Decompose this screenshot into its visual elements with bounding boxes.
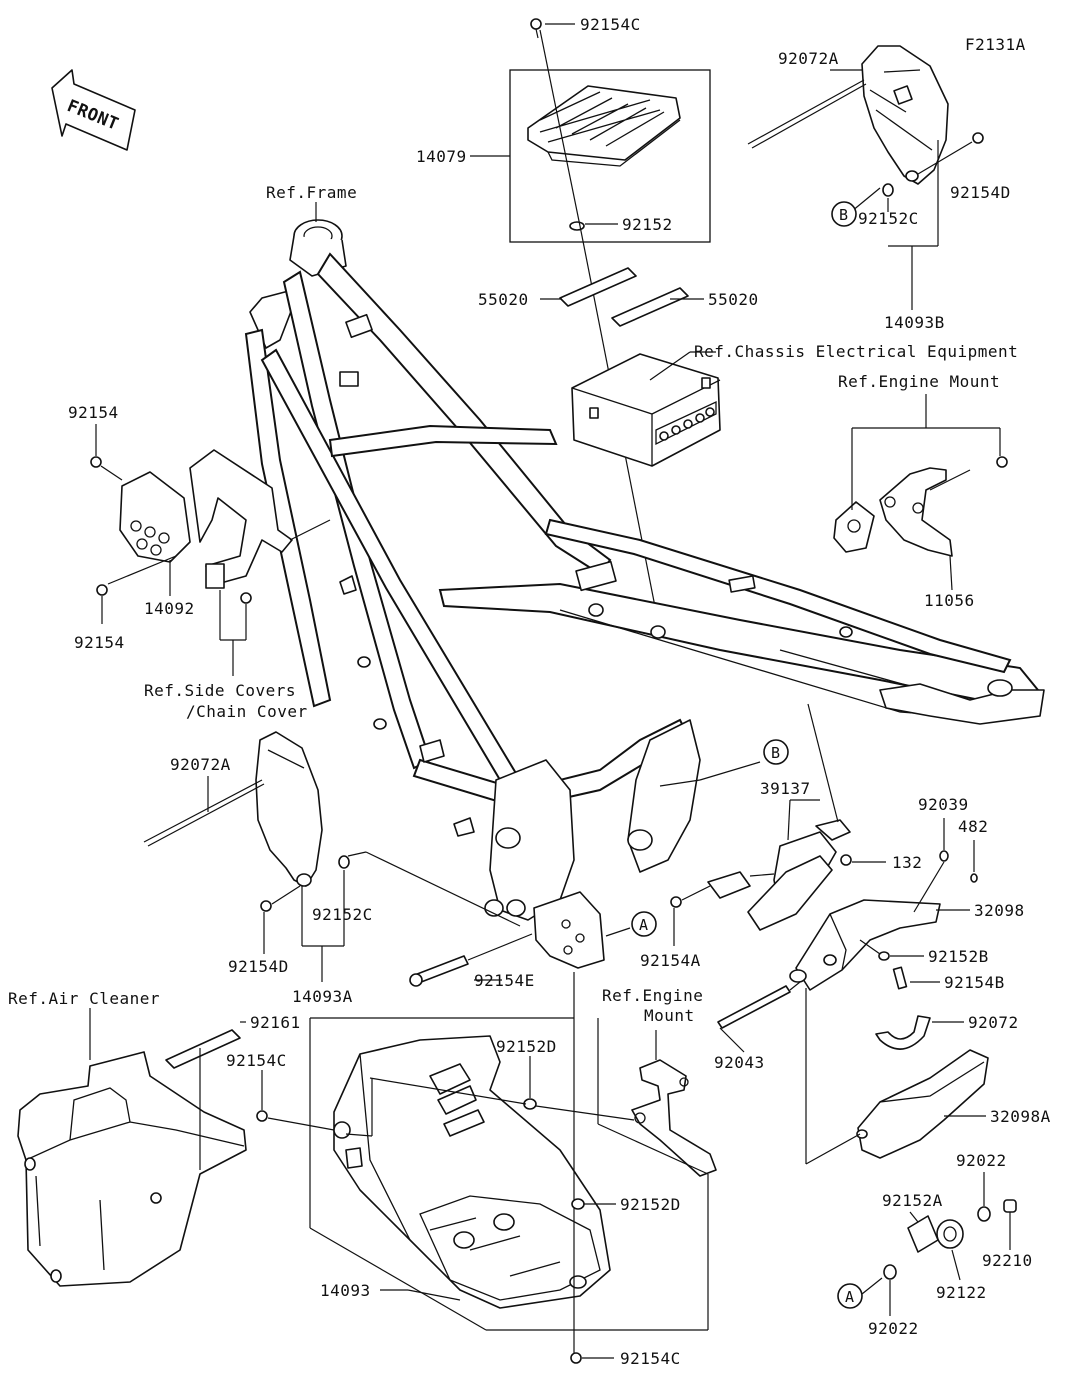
part-92152D-top: 92152D bbox=[496, 1037, 557, 1056]
battery bbox=[571, 353, 721, 467]
svg-text:B: B bbox=[771, 744, 781, 762]
pin-92043 bbox=[717, 985, 791, 1029]
bolt-92154E bbox=[409, 955, 469, 987]
part-14079: 14079 bbox=[416, 147, 467, 166]
part-92022-top: 92022 bbox=[956, 1151, 1007, 1170]
callout-A-1: A bbox=[631, 911, 657, 937]
bolt-92154D-top bbox=[972, 132, 984, 144]
part-32098: 32098 bbox=[974, 901, 1025, 920]
battery-case bbox=[509, 69, 711, 243]
part-92072: 92072 bbox=[968, 1013, 1019, 1032]
part-132: 132 bbox=[892, 853, 922, 872]
part-92039: 92039 bbox=[918, 795, 969, 814]
part-92154C-top: 92154C bbox=[580, 15, 641, 34]
ref-air-cleaner: Ref.Air Cleaner bbox=[8, 989, 160, 1008]
air-cleaner-box bbox=[17, 1051, 247, 1287]
bracket-11056 bbox=[833, 467, 953, 557]
part-55020-right: 55020 bbox=[708, 290, 759, 309]
ref-engine-mount-bottom-2: Mount bbox=[644, 1006, 695, 1025]
part-92154-top: 92154 bbox=[68, 403, 119, 422]
part-14092: 14092 bbox=[144, 599, 195, 618]
svg-text:A: A bbox=[639, 916, 649, 934]
part-92043: 92043 bbox=[714, 1053, 765, 1072]
bolt-11056 bbox=[996, 456, 1008, 468]
part-92154-bottom: 92154 bbox=[74, 633, 125, 652]
part-14093A: 14093A bbox=[292, 987, 353, 1006]
part-92154D-top: 92154D bbox=[950, 183, 1011, 202]
part-92210: 92210 bbox=[982, 1251, 1033, 1270]
battery-pad-strips bbox=[559, 267, 689, 327]
part-92152D-bottom: 92152D bbox=[620, 1195, 681, 1214]
part-14093: 14093 bbox=[320, 1281, 371, 1300]
part-92154E: 92154E bbox=[474, 971, 535, 990]
chain-guard-32098A bbox=[856, 1049, 989, 1159]
callout-B-1: B bbox=[831, 201, 857, 227]
part-92152B: 92152B bbox=[928, 947, 989, 966]
bolt-92154A bbox=[670, 896, 682, 908]
part-39137: 39137 bbox=[760, 779, 811, 798]
part-92154D-left: 92154D bbox=[228, 957, 289, 976]
ref-chassis-electrical: Ref.Chassis Electrical Equipment bbox=[694, 342, 1018, 361]
part-92154B: 92154B bbox=[944, 973, 1005, 992]
part-92154C-bottom: 92154C bbox=[620, 1349, 681, 1368]
part-14093B: 14093B bbox=[884, 313, 945, 332]
side-cover-14093B bbox=[861, 45, 949, 185]
part-92161: 92161 bbox=[250, 1013, 301, 1032]
callout-B-2: B bbox=[763, 739, 789, 765]
ref-frame: Ref.Frame bbox=[266, 183, 357, 202]
chain-guide-bracket bbox=[533, 891, 605, 969]
callout-A-2: A bbox=[837, 1283, 863, 1309]
part-92152C-left: 92152C bbox=[312, 905, 373, 924]
bolt-92154C-bottom bbox=[570, 1352, 582, 1364]
figure-id: F2131A bbox=[965, 35, 1026, 54]
bolt-92154-bottom bbox=[96, 584, 108, 596]
ref-engine-mount-bottom-1: Ref.Engine bbox=[602, 986, 703, 1005]
skid-plate-14093 bbox=[333, 1035, 611, 1309]
part-92122: 92122 bbox=[936, 1283, 987, 1302]
bolt-92154B bbox=[892, 966, 908, 990]
bolt-92154-top bbox=[90, 456, 102, 468]
part-11056: 11056 bbox=[924, 591, 975, 610]
bracket-14092 bbox=[119, 449, 293, 589]
bolt-92154C-top bbox=[530, 18, 542, 39]
chain-guard-32098 bbox=[789, 899, 941, 991]
engine-mount-bracket bbox=[631, 1059, 717, 1177]
band-92072 bbox=[875, 1015, 931, 1050]
bracket-39137 bbox=[747, 819, 851, 931]
tape-92161 bbox=[165, 1029, 241, 1069]
ref-side-covers-1: Ref.Side Covers bbox=[144, 681, 296, 700]
part-92072A-left: 92072A bbox=[170, 755, 231, 774]
ref-engine-mount-top: Ref.Engine Mount bbox=[838, 372, 1000, 391]
part-92152A: 92152A bbox=[882, 1191, 943, 1210]
part-92022-bottom: 92022 bbox=[868, 1319, 919, 1338]
part-92072A-top: 92072A bbox=[778, 49, 839, 68]
front-arrow-icon: FRONT bbox=[51, 69, 136, 151]
motorcycle-frame bbox=[244, 219, 1045, 921]
svg-text:B: B bbox=[839, 206, 849, 224]
svg-text:A: A bbox=[845, 1288, 855, 1306]
part-92152C-top: 92152C bbox=[858, 209, 919, 228]
part-55020-left: 55020 bbox=[478, 290, 529, 309]
bolt-92154D-left bbox=[260, 900, 272, 912]
collar-group bbox=[883, 1199, 1017, 1280]
part-482: 482 bbox=[958, 817, 988, 836]
part-92154A: 92154A bbox=[640, 951, 701, 970]
part-92152: 92152 bbox=[622, 215, 673, 234]
bolt-132 bbox=[840, 854, 852, 866]
bolt-92154C-mid bbox=[256, 1110, 268, 1122]
side-cover-14093A bbox=[255, 731, 323, 887]
part-32098A: 32098A bbox=[990, 1107, 1051, 1126]
ref-side-covers-2: /Chain Cover bbox=[186, 702, 308, 721]
part-92154C-mid: 92154C bbox=[226, 1051, 287, 1070]
